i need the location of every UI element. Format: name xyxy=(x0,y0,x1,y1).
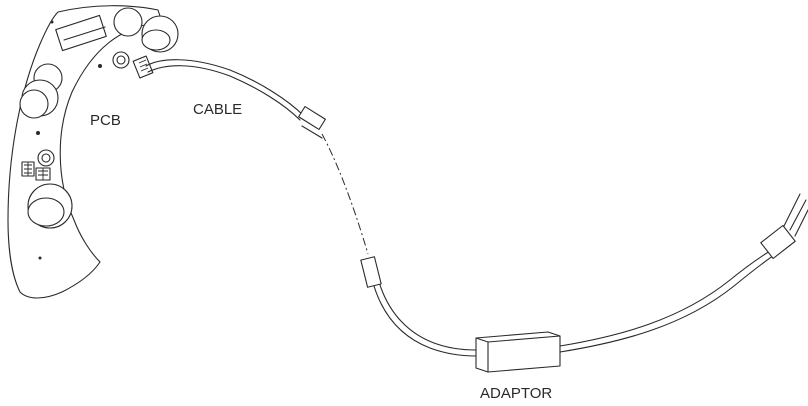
pcb-connector-a-pins xyxy=(24,162,32,176)
pcb-via-1 xyxy=(98,64,102,68)
pcb-cap-bottom-base xyxy=(27,197,65,227)
adaptor-end-pin-2 xyxy=(789,199,807,231)
adaptor-end-connector xyxy=(760,224,796,260)
pcb-cap-left-3 xyxy=(19,89,49,119)
pcb-via-3 xyxy=(36,131,40,135)
adaptor-box xyxy=(475,331,561,373)
cable xyxy=(145,59,326,139)
pcb-via-2 xyxy=(50,20,54,24)
pcb-jack-inner xyxy=(41,153,51,163)
cable-wire-inner xyxy=(147,65,301,121)
pcb-capacitor-2-base xyxy=(141,29,171,51)
adaptor-end-pin-1 xyxy=(783,193,801,227)
pcb-capacitor-1 xyxy=(113,7,143,37)
adaptor-end-pin-3 xyxy=(794,209,808,237)
cable-plug-edge xyxy=(301,125,323,139)
adaptor-wire-right-inner xyxy=(559,249,783,353)
pcb-cable-socket xyxy=(132,55,154,79)
adaptor-cable xyxy=(360,193,808,373)
adaptor-socket xyxy=(360,256,382,288)
label-adaptor: ADAPTOR xyxy=(480,385,552,402)
pcb-ring-part-inner xyxy=(116,55,126,65)
pcb-outline xyxy=(7,5,163,299)
pcb-cable-socket-pins xyxy=(138,59,149,72)
cable-wire-outer xyxy=(145,59,305,117)
label-cable: CABLE xyxy=(193,101,242,118)
pcb-top-connector xyxy=(55,14,107,52)
pcb-via-4 xyxy=(38,256,42,260)
alignment-dashdot-line xyxy=(321,133,369,255)
adaptor-wire-left-inner xyxy=(379,284,477,351)
cable-plug xyxy=(298,106,326,130)
pcb-connector-b-pins xyxy=(38,168,48,180)
adaptor-wire-right-outer xyxy=(559,245,779,347)
adaptor-wire-left-outer xyxy=(373,285,477,357)
label-pcb: PCB xyxy=(90,112,121,129)
pcb-board xyxy=(7,5,179,299)
pcb-top-connector-edge xyxy=(63,26,106,41)
